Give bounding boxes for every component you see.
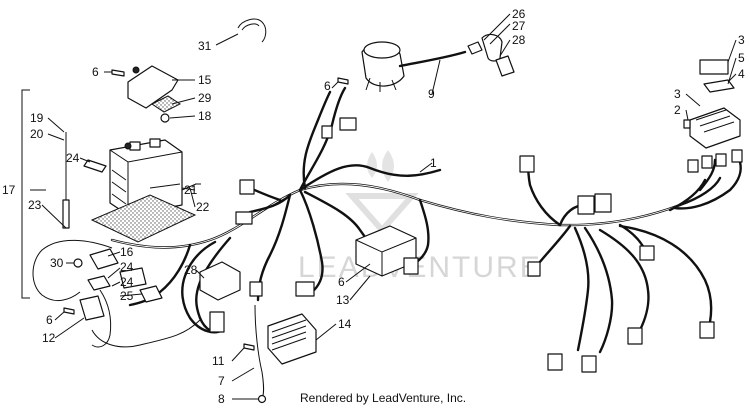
callout-7: 7 bbox=[218, 374, 225, 388]
callout-21: 22 bbox=[196, 200, 210, 214]
callout-24-mid: 24 bbox=[120, 260, 134, 274]
fuse-box-connectors bbox=[687, 149, 743, 173]
hex-nut bbox=[160, 113, 170, 123]
screw-30 bbox=[73, 258, 83, 268]
leader-lines bbox=[30, 13, 737, 400]
callout-15: 16 bbox=[120, 245, 134, 259]
callout-19: 20 bbox=[30, 127, 44, 141]
callout-24-top: 24 bbox=[66, 151, 80, 165]
callout-30: 30 bbox=[50, 256, 64, 270]
watermark-logo: LEADVENTURE bbox=[298, 150, 542, 284]
callout-1: 1 bbox=[430, 156, 437, 170]
voltage-regulator bbox=[267, 313, 317, 365]
sensor-wire bbox=[254, 304, 264, 399]
callout-28: 28 bbox=[184, 263, 198, 277]
cable-lead bbox=[91, 289, 112, 348]
ground-wire bbox=[32, 239, 113, 302]
spark-plug-cap bbox=[467, 33, 515, 77]
battery-bracket bbox=[127, 65, 179, 109]
render-credit: Rendered by LeadVenture, Inc. bbox=[300, 391, 466, 405]
cdi-module bbox=[355, 225, 419, 277]
callout-22: 23 bbox=[28, 198, 42, 212]
watermark-text: LEADVENTURE bbox=[298, 251, 542, 284]
bolt-6a bbox=[111, 69, 125, 77]
callout-17: 18 bbox=[198, 109, 212, 123]
callout-9: 9 bbox=[428, 87, 435, 101]
callout-8: 8 bbox=[218, 392, 225, 406]
main-wiring-harness bbox=[110, 86, 742, 354]
bolt-6c bbox=[337, 77, 349, 85]
battery-tray bbox=[90, 194, 197, 243]
starter-relay bbox=[79, 295, 105, 321]
ignition-coil bbox=[361, 41, 467, 92]
clip-ring bbox=[237, 18, 267, 43]
washer-8 bbox=[257, 394, 267, 404]
terminal-24c bbox=[139, 285, 163, 303]
callout-4: 4 bbox=[738, 67, 745, 81]
callout-26: 28 bbox=[512, 33, 526, 47]
bolt-6b bbox=[63, 307, 75, 315]
callout-6-bracket: 6 bbox=[92, 65, 99, 79]
harness-connectors-middle bbox=[235, 117, 357, 297]
terminal-24a bbox=[83, 159, 107, 173]
screw-10 bbox=[243, 343, 255, 351]
callout-labels: 31 6 15 29 18 19 20 24 17 21 22 23 30 16… bbox=[2, 7, 745, 406]
callout-27: 27 bbox=[512, 19, 526, 33]
harness-connectors-right bbox=[519, 155, 715, 373]
terminal-24b bbox=[87, 275, 111, 291]
relay-15 bbox=[89, 248, 119, 270]
callout-18: 19 bbox=[30, 111, 44, 125]
solenoid bbox=[119, 267, 147, 289]
callout-25: 26 bbox=[512, 7, 526, 21]
callout-5: 5 bbox=[738, 51, 745, 65]
callout-6-cdi: 6 bbox=[338, 275, 345, 289]
fuse-box bbox=[683, 59, 741, 149]
callout-6-relay: 6 bbox=[46, 313, 53, 327]
battery bbox=[109, 138, 183, 216]
callout-23: 24 bbox=[120, 275, 134, 289]
callout-6-coil: 6 bbox=[324, 79, 331, 93]
callout-31: 31 bbox=[198, 39, 212, 53]
callout-14: 15 bbox=[198, 73, 212, 87]
callout-13: 14 bbox=[338, 317, 352, 331]
relay-plug bbox=[209, 311, 225, 333]
foam-pad bbox=[151, 95, 181, 113]
callout-16: 17 bbox=[2, 183, 16, 197]
group-bracket-16 bbox=[21, 89, 30, 299]
callout-24-low: 25 bbox=[120, 289, 134, 303]
relay-28 bbox=[199, 261, 241, 301]
callout-3-top: 3 bbox=[738, 33, 745, 47]
callout-3-mid: 3 bbox=[674, 87, 681, 101]
fuse-holder bbox=[62, 199, 70, 229]
callout-2: 2 bbox=[674, 103, 681, 117]
callout-11: 12 bbox=[42, 331, 56, 345]
callout-12: 13 bbox=[336, 293, 350, 307]
callout-10: 11 bbox=[212, 354, 225, 368]
callout-20: 21 bbox=[184, 183, 198, 197]
callout-29: 29 bbox=[198, 91, 212, 105]
cable-lead-2 bbox=[91, 319, 201, 348]
